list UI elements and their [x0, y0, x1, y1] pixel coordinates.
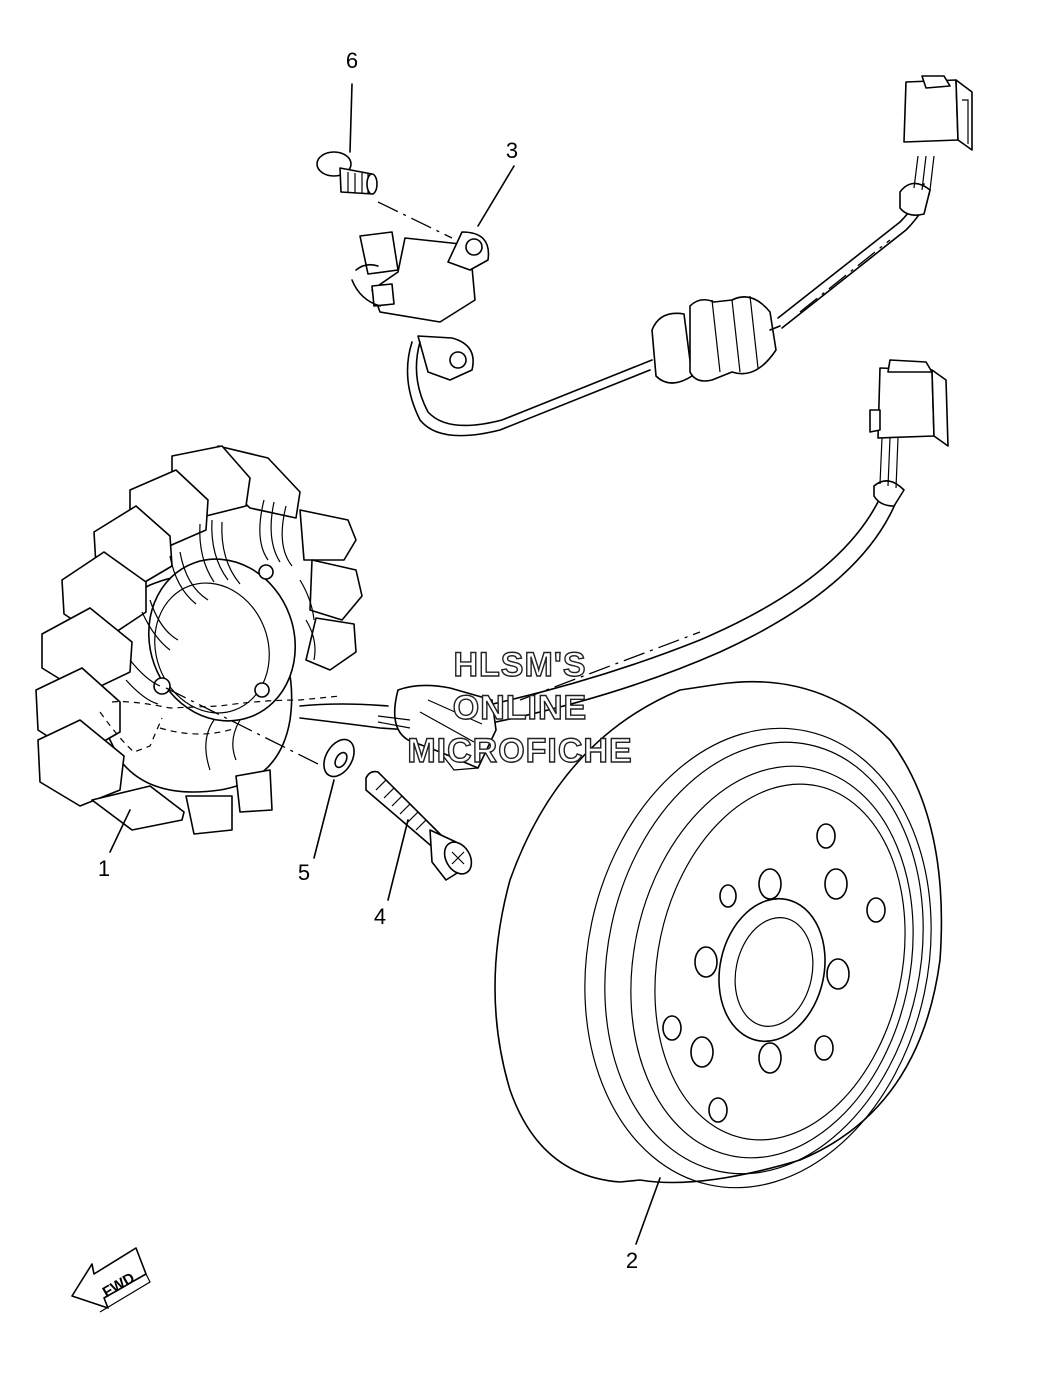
- stator-poles: [35, 445, 363, 835]
- stator-windings: [125, 499, 316, 771]
- callout-2: 2: [626, 1248, 638, 1273]
- part-1-stator: [35, 445, 363, 835]
- part-4-bolt: [365, 770, 473, 881]
- callout-1: 1: [98, 856, 110, 881]
- callout-6: 6: [346, 48, 358, 73]
- forward-direction-arrow: FWD: [71, 1247, 151, 1313]
- assembly-line-6: [377, 201, 453, 239]
- rotor-holes: [662, 823, 886, 1123]
- part-6-screw: [316, 151, 378, 195]
- harness-grommet: [651, 295, 781, 384]
- part-5-washer: [323, 738, 355, 778]
- pickup-connector: [899, 75, 973, 216]
- part-2-rotor: [494, 680, 943, 1189]
- callout-3: 3: [506, 138, 518, 163]
- part-3-pickup-coil: [351, 231, 653, 437]
- stator-harness: [299, 359, 949, 771]
- watermark-line-3: MICROFICHE: [407, 732, 632, 770]
- callout-4: 4: [374, 904, 386, 929]
- callout-5: 5: [298, 860, 310, 885]
- assembly-line-4: [165, 687, 319, 765]
- watermark-line-1: HLSM'S: [453, 646, 586, 684]
- watermark: HLSM'S ONLINE MICROFICHE: [407, 645, 633, 770]
- leader-lines: [109, 83, 661, 1245]
- watermark-line-2: ONLINE: [453, 689, 587, 727]
